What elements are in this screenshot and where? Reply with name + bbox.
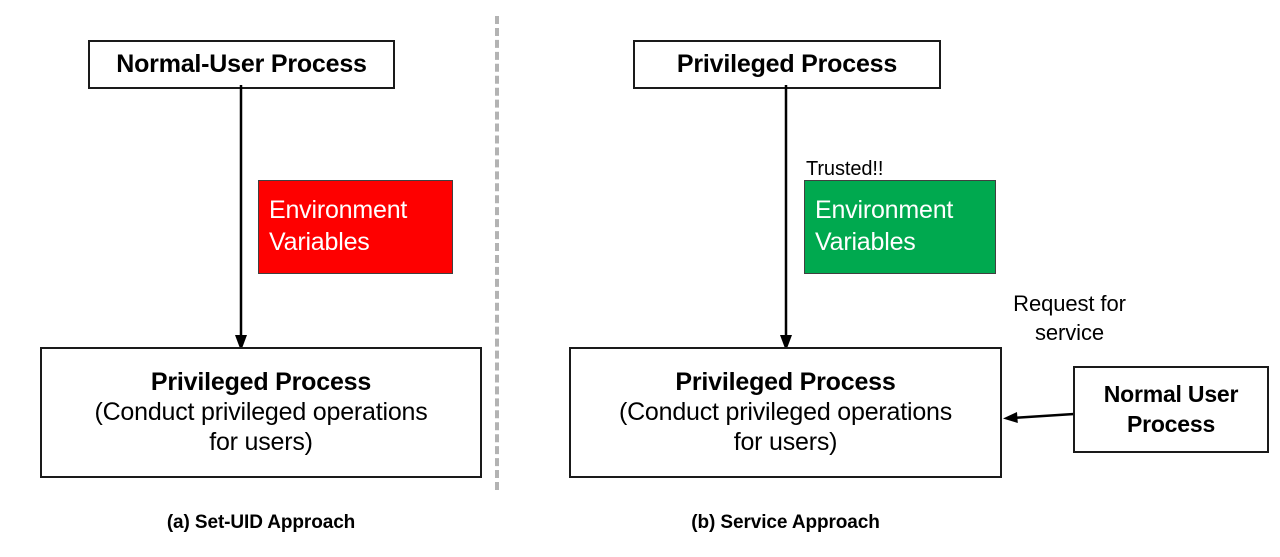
panel-a-env-line-2: Variables — [269, 228, 370, 256]
panel-b-env-line-2: Variables — [815, 228, 916, 256]
panel-a-flow-arrow — [235, 85, 247, 351]
panel-a-top-box: Normal-User Process — [88, 40, 395, 89]
panel-b-request-arrow — [1003, 412, 1075, 423]
panel-a-env-box: Environment Variables — [258, 180, 453, 274]
panel-b-bottom-box-detail-1: (Conduct privileged operations — [618, 398, 953, 427]
panel-b-env-line-1: Environment — [815, 196, 954, 225]
panel-b-side-box-line-2: Process — [1126, 410, 1216, 437]
panel-a-caption: (a) Set-UID Approach — [166, 512, 356, 533]
panel-b-flow-arrow — [780, 85, 792, 351]
panel-divider — [495, 16, 499, 490]
panel-a-bottom-box-detail-1: (Conduct privileged operations — [94, 398, 428, 427]
panel-b-side-box: Normal User Process — [1073, 366, 1269, 453]
panel-b-top-box: Privileged Process — [633, 40, 941, 89]
panel-a-bottom-box-detail-2: for users) — [209, 428, 313, 457]
panel-a-bottom-box-title: Privileged Process — [150, 367, 372, 396]
panel-b-request-label-line-1: Request for — [1013, 291, 1126, 316]
panel-a-top-box-label: Normal-User Process — [116, 49, 367, 78]
panel-b-trusted-label: Trusted!! — [806, 158, 884, 180]
panel-b-bottom-box-detail-2: for users) — [733, 428, 838, 457]
panel-b-request-label-line-2: service — [1035, 319, 1104, 345]
panel-b-caption: (b) Service Approach — [691, 512, 880, 533]
panel-a-env-line-1: Environment — [269, 196, 408, 225]
panel-b-bottom-box-title: Privileged Process — [675, 367, 896, 396]
panel-b-top-box-label: Privileged Process — [676, 49, 898, 78]
panel-b-side-box-line-1: Normal User — [1103, 380, 1239, 407]
panel-b-env-box: Environment Variables — [804, 180, 996, 274]
panel-b-request-label: Request for service — [972, 290, 1167, 347]
panel-b-bottom-box: Privileged Process (Conduct privileged o… — [569, 347, 1002, 478]
panel-a-bottom-box: Privileged Process (Conduct privileged o… — [40, 347, 482, 478]
